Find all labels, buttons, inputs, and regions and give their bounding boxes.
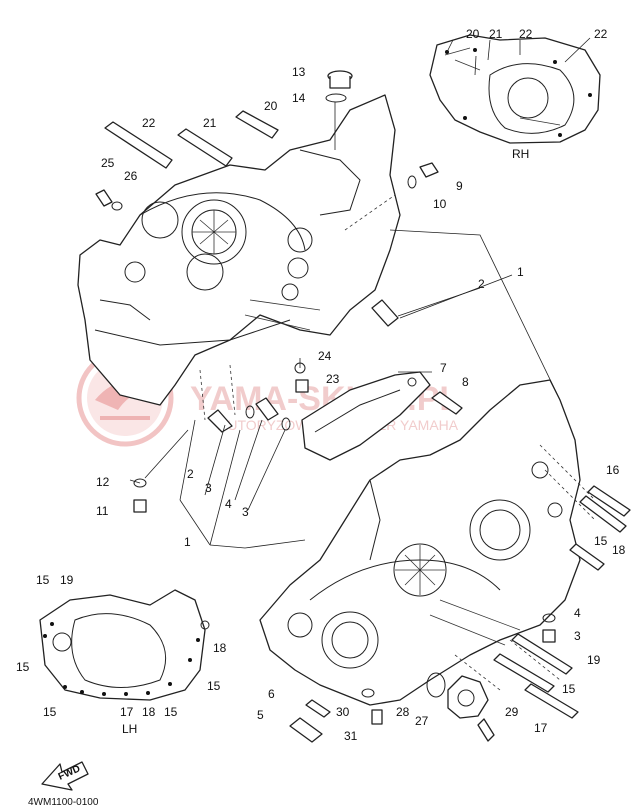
callout-4[interactable]: 4	[574, 606, 581, 620]
fwd-arrow: FWD	[41, 761, 89, 791]
lh-crankcase-cover	[39, 589, 210, 701]
bolts-19-15-17	[493, 633, 579, 719]
cover-27-oring-28-bolt-29	[426, 672, 495, 742]
lh-cover-bolts	[43, 622, 200, 696]
dowel-pin-2	[371, 299, 399, 327]
callout-3[interactable]: 3	[242, 505, 249, 519]
callout-18[interactable]: 18	[213, 641, 227, 655]
dowels-2-3-4	[207, 397, 291, 433]
callout-15[interactable]: 15	[36, 573, 50, 587]
callout-12[interactable]: 12	[96, 475, 110, 489]
screw-8	[431, 391, 463, 415]
callout-13[interactable]: 13	[292, 65, 306, 79]
callout-20[interactable]: 20	[264, 99, 278, 113]
callout-1[interactable]: 1	[184, 535, 191, 549]
callout-20[interactable]: 20	[466, 27, 480, 41]
callout-2[interactable]: 2	[478, 277, 485, 291]
callout-22[interactable]: 22	[519, 27, 533, 41]
callout-8[interactable]: 8	[462, 375, 469, 389]
callout-24[interactable]: 24	[318, 349, 332, 363]
left-crankcase-half	[77, 94, 401, 421]
callout-11[interactable]: 11	[96, 504, 109, 518]
callout-17[interactable]: 17	[534, 721, 548, 735]
callout-27[interactable]: 27	[415, 714, 429, 728]
callout-2[interactable]: 2	[187, 467, 194, 481]
bolts-16-18	[569, 485, 631, 571]
callout-18[interactable]: 18	[142, 705, 156, 719]
callout-26[interactable]: 26	[124, 169, 138, 183]
callout-15[interactable]: 15	[164, 705, 178, 719]
callout-6[interactable]: 6	[268, 687, 275, 701]
callout-23[interactable]: 23	[326, 372, 340, 386]
callout-5[interactable]: 5	[257, 708, 264, 722]
bolt-9-washer-10	[407, 162, 439, 189]
callout-7[interactable]: 7	[440, 361, 447, 375]
plug-23-24	[294, 362, 309, 393]
callout-15[interactable]: 15	[43, 705, 57, 719]
callout-30[interactable]: 30	[336, 705, 350, 719]
callout-29[interactable]: 29	[505, 705, 519, 719]
callout-9[interactable]: 9	[456, 179, 463, 193]
callout-17[interactable]: 17	[120, 705, 134, 719]
callout-1[interactable]: 1	[517, 265, 524, 279]
callout-19[interactable]: 19	[60, 573, 74, 587]
rh-label: RH	[512, 147, 529, 161]
callouts: 1 2 2 1 3 4 3 5 6 7 8 9 10 11 12 13 14 1…	[16, 27, 626, 743]
callout-19[interactable]: 19	[587, 653, 601, 667]
callout-15[interactable]: 15	[562, 682, 576, 696]
callout-18[interactable]: 18	[612, 543, 626, 557]
baffle-plate-7	[301, 371, 431, 461]
washer-4-plug-3	[542, 613, 556, 643]
callout-15[interactable]: 15	[594, 534, 608, 548]
leader-lines	[129, 37, 591, 549]
callout-14[interactable]: 14	[292, 91, 306, 105]
bolts-22-21-20	[104, 110, 279, 169]
callout-31[interactable]: 31	[344, 729, 358, 743]
callout-3[interactable]: 3	[205, 481, 212, 495]
callout-16[interactable]: 16	[606, 463, 620, 477]
right-crankcase-half	[259, 379, 596, 706]
callout-21[interactable]: 21	[489, 27, 503, 41]
callout-22[interactable]: 22	[142, 116, 156, 130]
callout-4[interactable]: 4	[225, 497, 232, 511]
callout-10[interactable]: 10	[433, 197, 447, 211]
lh-label: LH	[122, 722, 137, 736]
callout-25[interactable]: 25	[101, 156, 115, 170]
callout-22[interactable]: 22	[594, 27, 608, 41]
screw-11-gasket-12	[133, 478, 147, 513]
callout-21[interactable]: 21	[203, 116, 217, 130]
rh-crankcase-cover	[429, 34, 601, 144]
parts-5-6-30-31	[289, 688, 383, 743]
oil-filler-plug-13-14	[325, 70, 353, 150]
diagram-code: 4WM1100-0100	[28, 797, 99, 805]
callout-3[interactable]: 3	[574, 629, 581, 643]
callout-28[interactable]: 28	[396, 705, 410, 719]
callout-15[interactable]: 15	[16, 660, 30, 674]
bolts-25-26	[95, 189, 123, 211]
callout-15[interactable]: 15	[207, 679, 221, 693]
